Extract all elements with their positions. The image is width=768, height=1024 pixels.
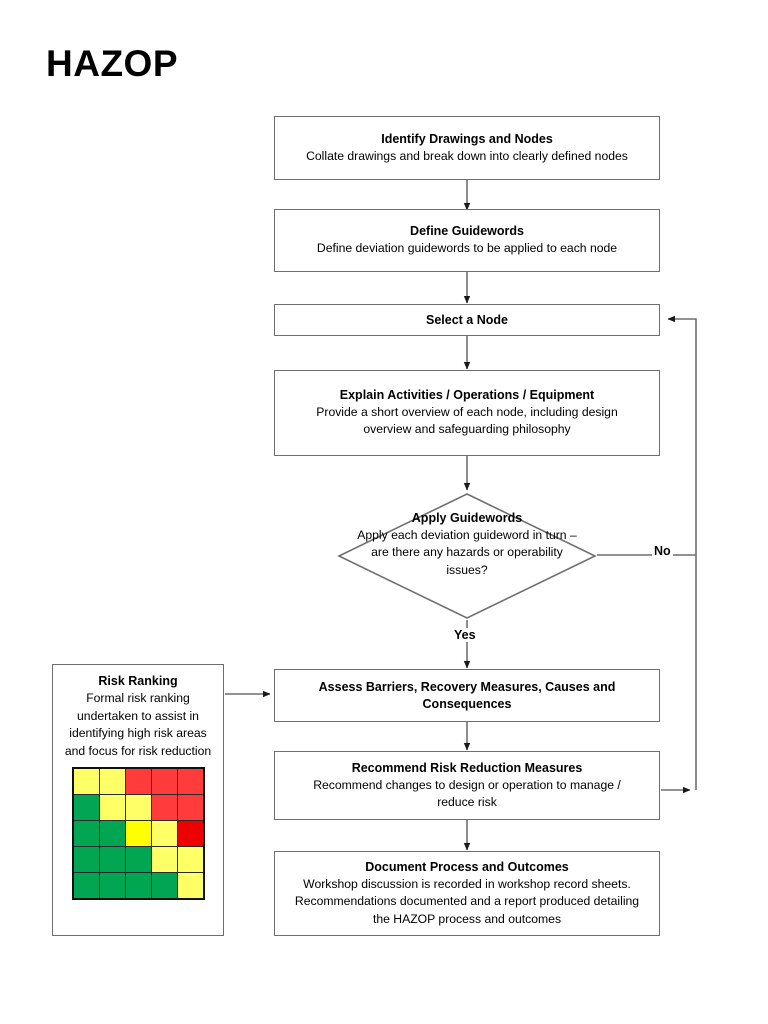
risk-matrix-cell-green	[72, 819, 100, 847]
risk-matrix-row	[72, 819, 204, 847]
risk-matrix-cell-bright_yellow	[124, 819, 152, 847]
flow-node-document-process-and-outcomes[interactable]: Document Process and Outcomes Workshop d…	[274, 851, 660, 936]
risk-matrix-cell-yellow	[98, 793, 126, 821]
connector-return-to-select	[667, 315, 697, 555]
risk-matrix-row	[72, 767, 204, 795]
risk-matrix-cell-green	[150, 871, 178, 900]
risk-matrix-cell-yellow	[150, 819, 178, 847]
risk-matrix-cell-red	[176, 767, 204, 795]
risk-matrix-cell-yellow	[124, 793, 152, 821]
risk-matrix-row	[72, 871, 204, 900]
flow-node-title: Assess Barriers, Recovery Measures, Caus…	[318, 679, 616, 711]
edge-label-no: No	[652, 544, 673, 558]
diamond-shape-icon	[337, 493, 597, 619]
risk-matrix-cell-yellow	[98, 767, 126, 795]
flow-node-recommend-risk-reduction[interactable]: Recommend Risk Reduction Measures Recomm…	[274, 751, 660, 820]
flow-node-identify-drawings-and-nodes[interactable]: Identify Drawings and Nodes Collate draw…	[274, 116, 660, 180]
risk-matrix-cell-red	[176, 793, 204, 821]
flow-node-explain-activities[interactable]: Explain Activities / Operations / Equipm…	[274, 370, 660, 456]
flow-node-assess-barriers[interactable]: Assess Barriers, Recovery Measures, Caus…	[274, 669, 660, 722]
risk-ranking-desc: Formal risk ranking undertaken to assist…	[64, 690, 212, 758]
risk-matrix-cell-red	[124, 767, 152, 795]
flow-node-select-a-node[interactable]: Select a Node	[274, 304, 660, 336]
decision-desc: Apply each deviation guideword in turn –…	[357, 527, 577, 577]
risk-matrix-cell-dark_red	[176, 819, 204, 847]
risk-matrix-cell-green	[72, 871, 100, 900]
risk-matrix-cell-green	[72, 793, 100, 821]
risk-matrix	[71, 766, 205, 900]
risk-matrix-cell-yellow	[150, 845, 178, 873]
flow-node-desc: Recommend changes to design or operation…	[313, 777, 621, 809]
flow-decision-apply-guidewords[interactable]: Apply Guidewords Apply each deviation gu…	[337, 492, 597, 620]
risk-ranking-panel[interactable]: Risk Ranking Formal risk ranking underta…	[52, 664, 224, 936]
risk-matrix-row	[72, 845, 204, 873]
flow-node-title: Define Guidewords	[410, 224, 524, 239]
flow-node-desc: Workshop discussion is recorded in works…	[294, 876, 640, 926]
flow-node-desc: Provide a short overview of each node, i…	[316, 405, 618, 437]
risk-matrix-cell-red	[150, 767, 178, 795]
risk-matrix-cell-green	[124, 871, 152, 900]
risk-matrix-row	[72, 793, 204, 821]
risk-matrix-cell-green	[72, 845, 100, 873]
page-title: HAZOP	[46, 43, 178, 84]
risk-matrix-cell-yellow	[176, 871, 204, 900]
risk-matrix-cell-green	[98, 819, 126, 847]
risk-matrix-body	[72, 767, 204, 900]
edge-label-yes: Yes	[452, 628, 478, 642]
flow-node-title: Recommend Risk Reduction Measures	[351, 760, 583, 775]
flow-node-desc: Collate drawings and break down into cle…	[306, 148, 628, 163]
risk-matrix-cell-yellow	[72, 767, 100, 795]
risk-matrix-cell-green	[124, 845, 152, 873]
flow-node-title: Explain Activities / Operations / Equipm…	[339, 388, 595, 403]
flow-node-title: Identify Drawings and Nodes	[381, 131, 553, 146]
flow-node-desc: Define deviation guidewords to be applie…	[316, 241, 618, 256]
decision-title: Apply Guidewords	[411, 511, 523, 525]
flow-node-title: Select a Node	[426, 312, 508, 327]
decision-text-group: Apply Guidewords Apply each deviation gu…	[349, 510, 585, 579]
risk-matrix-cell-yellow	[176, 845, 204, 873]
risk-matrix-cell-red	[150, 793, 178, 821]
risk-ranking-title: Risk Ranking	[98, 674, 178, 688]
risk-matrix-cell-green	[98, 871, 126, 900]
flow-node-define-guidewords[interactable]: Define Guidewords Define deviation guide…	[274, 209, 660, 272]
flow-node-title: Document Process and Outcomes	[365, 860, 569, 875]
risk-matrix-cell-green	[98, 845, 126, 873]
